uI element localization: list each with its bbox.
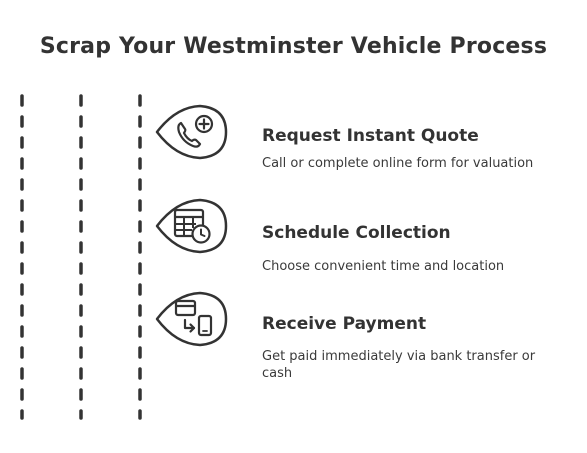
diagram-title: Scrap Your Westminster Vehicle Process <box>39 34 548 59</box>
calendar-clock-icon <box>155 198 228 254</box>
step-heading-receive-payment: Receive Payment <box>262 314 427 334</box>
step-desc-receive-payment: Get paid immediately via bank transfer o… <box>262 349 536 381</box>
card-to-phone-icon <box>155 291 228 347</box>
step-heading-request-quote: Request Instant Quote <box>262 126 479 146</box>
step-desc-request-quote: Call or complete online form for valuati… <box>262 156 534 171</box>
step-heading-schedule-collection: Schedule Collection <box>262 223 451 243</box>
phone-plus-icon <box>155 104 228 160</box>
step-desc-schedule-collection: Choose convenient time and location <box>262 259 505 274</box>
